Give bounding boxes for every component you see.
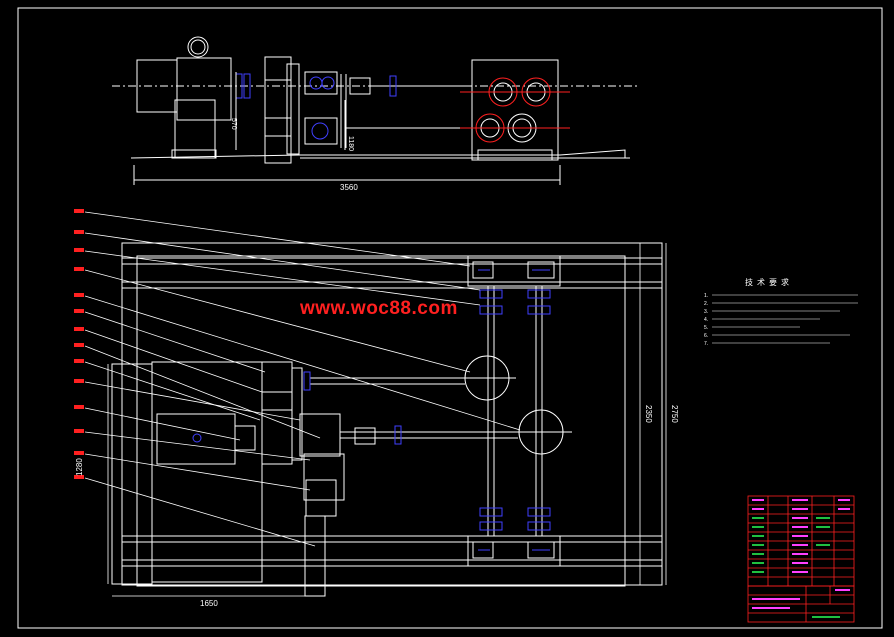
tech-line-7: 7. <box>704 341 708 347</box>
drawing-frame <box>17 7 883 629</box>
dim-top-width: 3560 <box>340 183 358 192</box>
dim-plan-height-small: 1280 <box>75 458 84 476</box>
dim-top-height-left: 570 <box>230 118 237 130</box>
elevation-view <box>112 36 640 185</box>
dim-plan-height-outer: 2750 <box>670 405 679 423</box>
dim-top-height-right: 1180 <box>347 136 354 151</box>
plan-motor <box>156 413 236 465</box>
dim-plan-height-inner: 2350 <box>644 405 653 423</box>
plan-view <box>111 242 663 597</box>
right-machine <box>471 59 559 161</box>
tech-line-3: 3. <box>704 309 708 315</box>
leader-labels <box>74 209 84 479</box>
watermark-text: www.woc88.com <box>300 298 458 319</box>
parts-list <box>747 495 855 587</box>
parts-list-entries <box>752 499 850 573</box>
tech-line-1: 1. <box>704 293 708 299</box>
reducer-housing <box>264 56 292 164</box>
title-block <box>747 585 855 623</box>
plan-base-frame <box>121 242 663 586</box>
tech-requirements-title: 技术要求 <box>745 277 793 287</box>
tech-line-4: 4. <box>704 317 708 323</box>
tech-line-2: 2. <box>704 301 708 307</box>
tech-line-6: 6. <box>704 333 708 339</box>
tech-requirements-text <box>712 294 858 344</box>
leader-lines <box>84 211 521 547</box>
dim-plan-width: 1650 <box>200 599 218 608</box>
tech-line-5: 5. <box>704 325 708 331</box>
